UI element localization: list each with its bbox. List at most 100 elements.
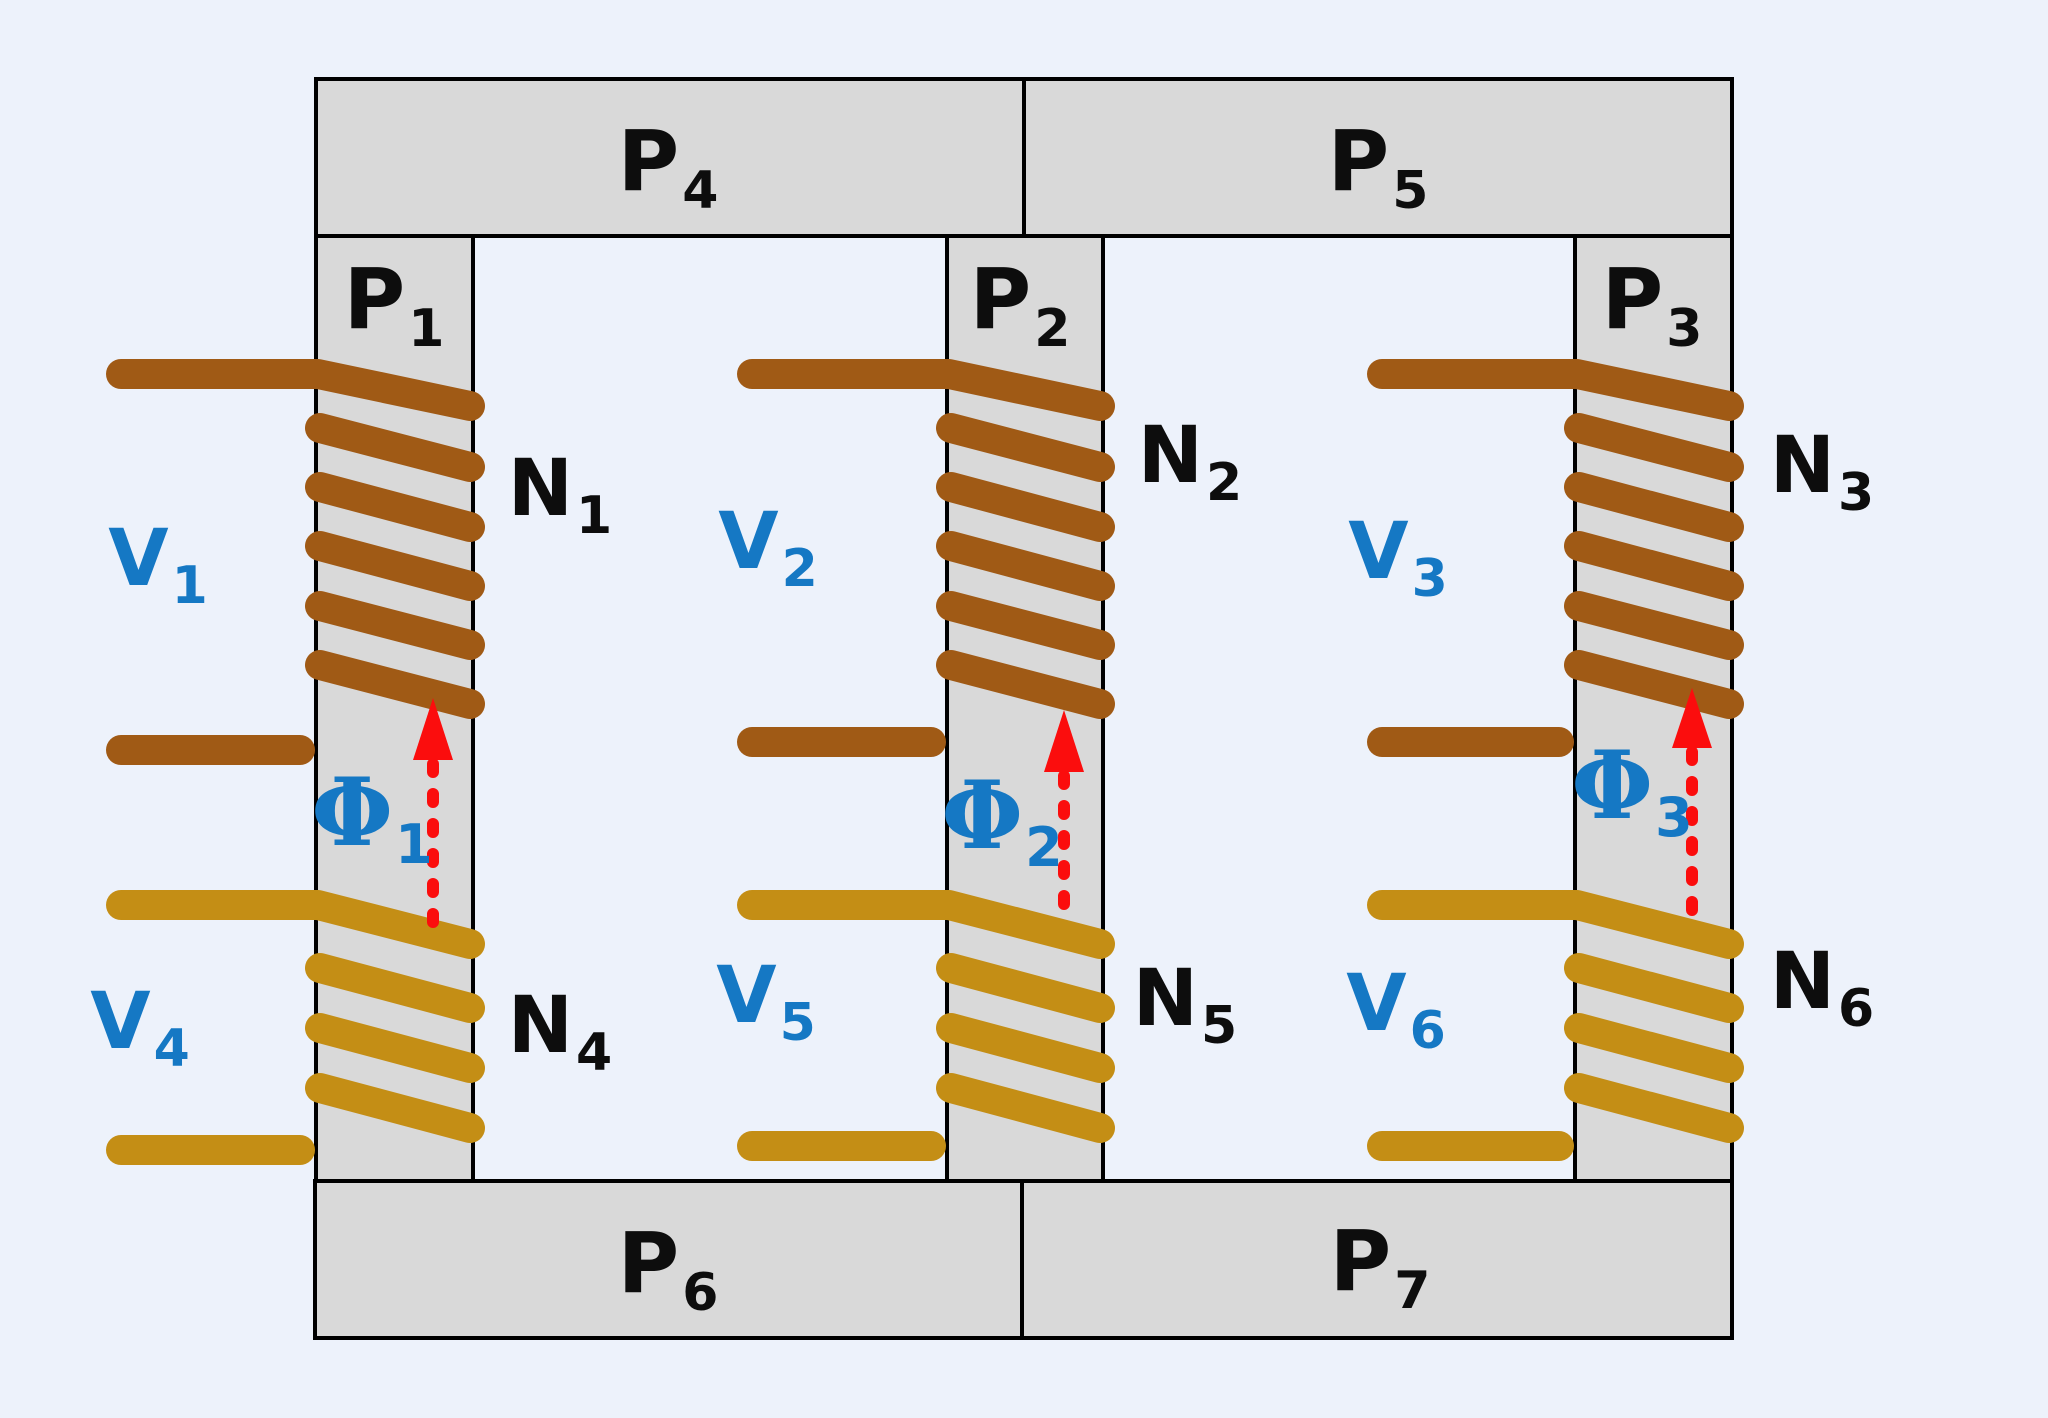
label-main: N: [1770, 937, 1835, 1027]
coil-turn: [1564, 413, 1744, 482]
coil-turn: [936, 1013, 1115, 1083]
label-main: V: [90, 977, 150, 1067]
label-sub: 3: [1838, 463, 1874, 523]
coil-turn: [305, 472, 485, 542]
coil-turn: [936, 1073, 1115, 1143]
primary-coil-n2: [737, 359, 1115, 757]
coil-turn: [305, 531, 485, 601]
label-sub: 7: [1394, 1261, 1430, 1321]
coil-turn: [1564, 1013, 1744, 1083]
secondary-coil-n4: [106, 890, 485, 1165]
label-sub: 4: [576, 1023, 612, 1083]
label-sub: 3: [1666, 299, 1702, 359]
label-v2: V2: [718, 497, 818, 599]
coil-turn: [1367, 890, 1744, 959]
label-sub: 3: [1412, 549, 1448, 609]
coil-turn: [737, 890, 1115, 959]
label-n4: N4: [508, 981, 612, 1083]
coil-turn: [936, 531, 1115, 601]
flux-arrow-1: [413, 698, 453, 928]
flux-arrow-2: [1044, 710, 1084, 928]
coil-turn: [936, 472, 1115, 542]
label-sub: 5: [1392, 161, 1428, 221]
label-p3: P3: [1602, 250, 1703, 359]
coil-turn: [305, 1073, 485, 1143]
label-main: N: [508, 444, 573, 534]
label-main: V: [108, 514, 168, 604]
top-yoke-p5: [1022, 77, 1734, 238]
label-sub: 2: [1025, 816, 1063, 879]
label-main: P: [618, 112, 680, 210]
coil-turn: [737, 359, 1115, 421]
flux-arrow-3: [1672, 688, 1712, 928]
label-main: V: [718, 497, 778, 587]
label-sub: 2: [782, 539, 818, 599]
coil-turn: [305, 591, 485, 660]
label-p5: P5: [1328, 112, 1429, 221]
label-sub: 1: [576, 486, 612, 546]
label-v5: V5: [716, 951, 816, 1053]
label-sub: 4: [682, 161, 718, 221]
coil-turn: [936, 591, 1115, 660]
label-sub: 1: [172, 556, 208, 616]
label-sub: 1: [395, 813, 433, 876]
label-p7: P7: [1330, 1212, 1431, 1321]
label-main: Φ: [311, 758, 393, 868]
label-main: Φ: [1571, 731, 1653, 841]
label-n2: N2: [1138, 411, 1242, 513]
label-v4: V4: [90, 977, 190, 1079]
label-v1: V1: [108, 514, 208, 616]
label-p6: P6: [618, 1214, 719, 1323]
label-sub: 6: [1838, 979, 1874, 1039]
label-sub: 1: [408, 299, 444, 359]
label-phi3: Φ3: [1571, 731, 1692, 849]
label-sub: 2: [1034, 299, 1070, 359]
flux-arrowhead-icon: [413, 698, 453, 760]
label-n6: N6: [1770, 937, 1874, 1039]
label-v6: V6: [1346, 959, 1446, 1061]
bottom-yoke-p7: [1020, 1179, 1734, 1340]
label-sub: 4: [154, 1019, 190, 1079]
label-main: P: [618, 1214, 680, 1312]
label-p2: P2: [970, 250, 1071, 359]
coil-turn: [1564, 591, 1744, 660]
label-main: N: [1770, 421, 1835, 511]
label-phi2: Φ2: [941, 761, 1062, 879]
coil-turn: [1367, 359, 1744, 421]
top-yoke-p4: [314, 77, 1026, 238]
secondary-coil-n5: [737, 890, 1115, 1161]
label-sub: 5: [780, 993, 816, 1053]
coil-turn: [106, 359, 485, 421]
label-main: N: [1133, 954, 1198, 1044]
coil-turn: [1564, 472, 1744, 542]
coil-turn: [106, 890, 485, 959]
label-main: N: [1138, 411, 1203, 501]
label-sub: 3: [1655, 786, 1693, 849]
label-main: P: [1602, 250, 1664, 348]
primary-coil-n3: [1367, 359, 1744, 757]
label-phi1: Φ1: [311, 758, 432, 876]
coil-turn: [305, 1013, 485, 1083]
label-sub: 2: [1206, 453, 1242, 513]
label-main: P: [344, 250, 406, 348]
secondary-coil-n6: [1367, 890, 1744, 1161]
label-sub: 5: [1201, 996, 1237, 1056]
label-main: P: [1328, 112, 1390, 210]
coil-turn: [936, 953, 1115, 1023]
coil-turn: [936, 650, 1115, 719]
bottom-yoke-p6: [313, 1179, 1024, 1340]
label-main: N: [508, 981, 573, 1071]
label-main: Φ: [941, 761, 1023, 871]
label-v3: V3: [1348, 507, 1448, 609]
label-n1: N1: [508, 444, 612, 546]
coil-turn: [305, 953, 485, 1023]
label-sub: 6: [682, 1263, 718, 1323]
coil-turn: [936, 413, 1115, 482]
coil-turn: [1564, 531, 1744, 601]
label-p1: P1: [344, 250, 445, 359]
flux-arrowhead-icon: [1672, 688, 1712, 748]
label-main: V: [716, 951, 776, 1041]
coil-turn: [1564, 953, 1744, 1023]
label-p4: P4: [618, 112, 719, 221]
